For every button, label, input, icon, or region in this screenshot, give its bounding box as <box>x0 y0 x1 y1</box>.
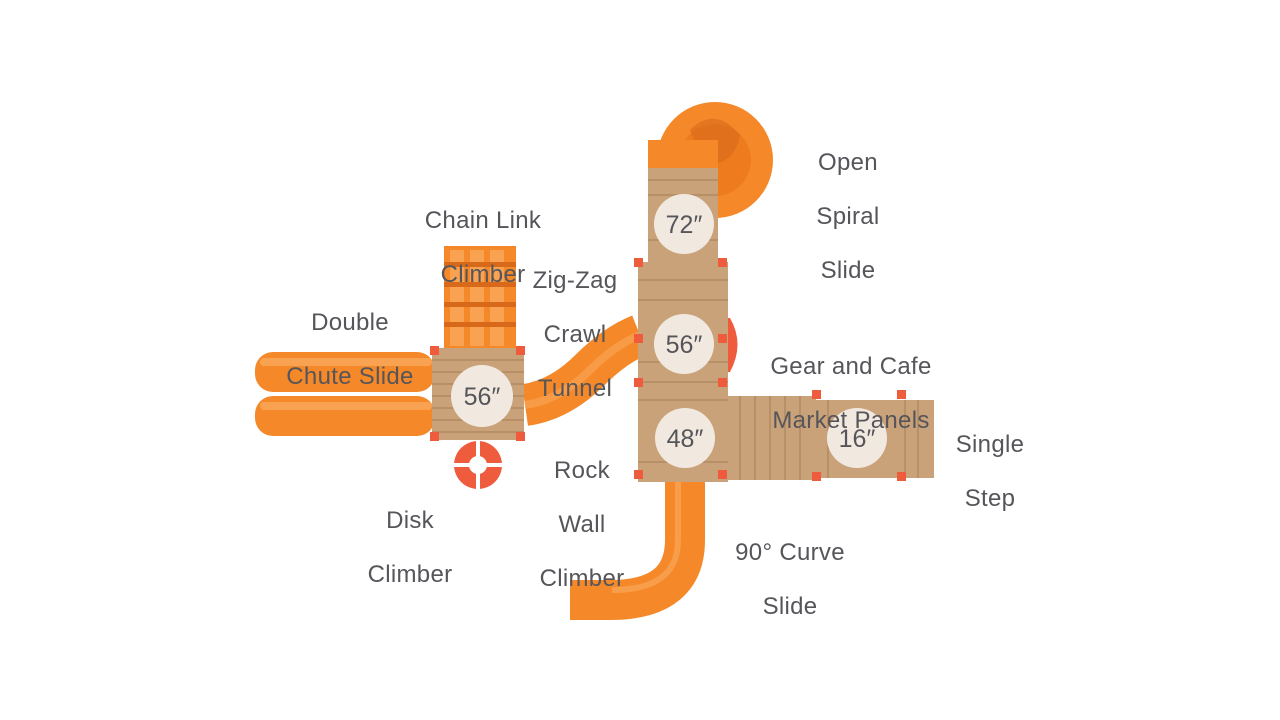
label-90-curve-slide: 90° Curve Slide <box>735 539 845 620</box>
label-rock-wall-climber: Rock Wall Climber <box>539 457 625 592</box>
label-disk-climber: Disk Climber <box>367 507 453 588</box>
top-deck-circle <box>654 194 714 254</box>
top-deck-height: 72″ <box>666 211 703 239</box>
disk-climber-graphic <box>454 441 502 489</box>
label-open-spiral-slide: Open Spiral Slide <box>816 149 880 284</box>
chain-link-climber-graphic <box>444 246 516 348</box>
gear-cafe-panels-graphic <box>728 318 738 372</box>
left-deck-circle <box>451 365 513 427</box>
step-deck-height: 16″ <box>839 425 876 453</box>
lower-deck-circle <box>655 408 715 468</box>
double-chute-slide-graphic <box>255 352 435 436</box>
height-circles <box>451 194 887 468</box>
lower-deck-height: 48″ <box>667 425 704 453</box>
step-deck-circle <box>827 408 887 468</box>
middle-deck-height: 56″ <box>666 331 703 359</box>
label-chain-link-climber: Chain Link Climber <box>424 207 542 288</box>
middle-deck-circle <box>654 314 714 374</box>
zig-zag-crawl-tunnel-graphic <box>521 315 649 426</box>
curve-slide-graphic <box>570 480 705 620</box>
label-double-chute-slide: Double Chute Slide <box>286 309 414 390</box>
label-single-step: Single Step <box>955 431 1025 512</box>
left-deck-height: 56″ <box>464 383 501 411</box>
label-zig-zag-crawl-tunnel: Zig-Zag Crawl Tunnel <box>532 267 618 402</box>
label-gear-and-cafe-market-panels: Gear and Cafe Market Panels <box>770 353 932 434</box>
